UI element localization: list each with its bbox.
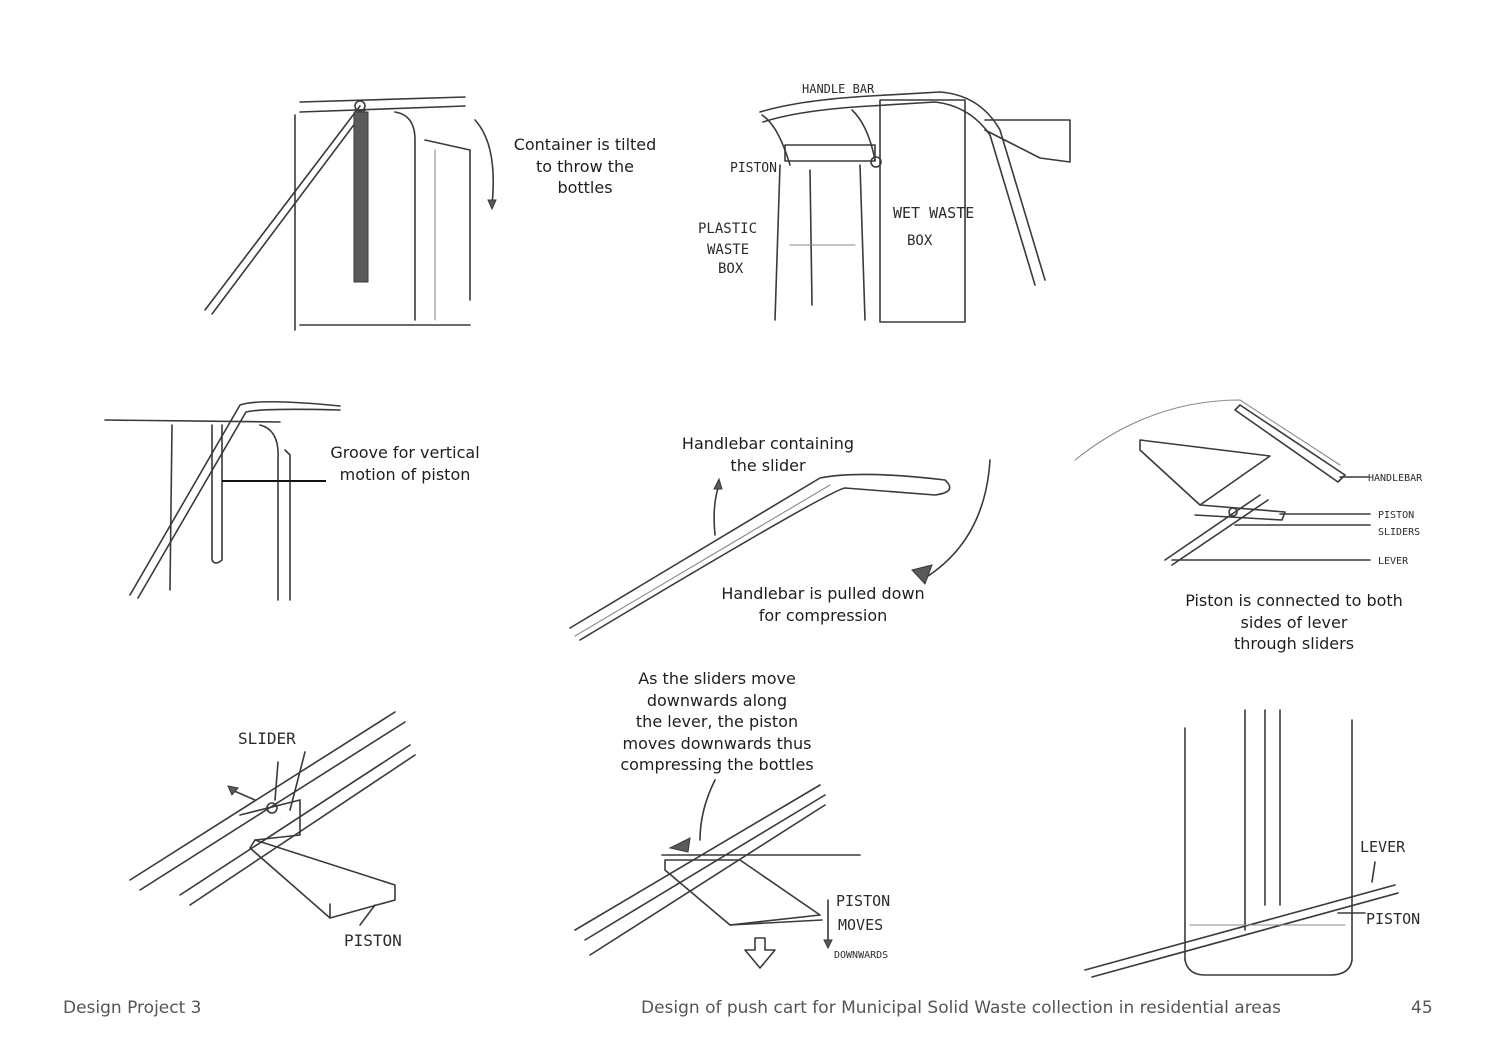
- label-sliders-right: SLIDERS: [1378, 527, 1420, 538]
- caption-piston-connected: Piston is connected to both sides of lev…: [1185, 591, 1403, 653]
- sketch-container-lever: [1084, 709, 1399, 978]
- caption-handlebar-pulled: Handlebar is pulled down for compression: [721, 584, 925, 625]
- label-piston-right: PISTON: [1378, 510, 1414, 521]
- label-slider: SLIDER: [238, 729, 296, 748]
- sketch-slider-piston: [129, 711, 416, 926]
- sketch-handlebar-pulled: [569, 459, 991, 641]
- footer-page-number: 45: [1411, 998, 1433, 1018]
- caption-sliders-move: As the sliders move downwards along the …: [620, 669, 814, 774]
- sketch-piston-moves-downwards: [574, 779, 861, 969]
- sketch-tilting-container: [204, 96, 497, 331]
- caption-container-tilted: Container is tilted to throw the bottles: [513, 135, 657, 197]
- label-plastic: PLASTIC: [698, 221, 757, 237]
- handwritten-labels: HANDLE BAR PISTON PLASTIC WASTE BOX WET …: [238, 82, 1423, 961]
- label-piston-top: PISTON: [730, 161, 777, 176]
- label-piston-bottom: PISTON: [344, 931, 402, 950]
- label-piston-moves-1: PISTON: [836, 892, 890, 910]
- caption-groove: Groove for vertical motion of piston: [330, 443, 480, 484]
- label-box-left: BOX: [718, 261, 744, 277]
- label-piston-moves-3: DOWNWARDS: [834, 950, 888, 961]
- sketch-groove: [104, 400, 341, 601]
- footer-project-name: Design Project 3: [63, 998, 202, 1018]
- label-handle-bar: HANDLE BAR: [802, 82, 875, 96]
- sketch-cart-handlebar: [759, 91, 1071, 323]
- label-handlebar-right: HANDLEBAR: [1368, 473, 1423, 484]
- sketch-piston-sliders-lever: [1074, 399, 1371, 566]
- label-waste: WASTE: [707, 242, 749, 258]
- label-lever-right: LEVER: [1378, 556, 1409, 567]
- label-wet-waste: WET WASTE: [893, 204, 974, 222]
- label-lever-bottom: LEVER: [1360, 838, 1406, 856]
- label-box-right: BOX: [907, 233, 933, 249]
- label-piston-moves-2: MOVES: [838, 916, 883, 934]
- label-piston-bottom-right: PISTON: [1366, 910, 1420, 928]
- caption-handlebar-slider: Handlebar containing the slider: [681, 434, 855, 475]
- footer-document-title: Design of push cart for Municipal Solid …: [641, 998, 1282, 1018]
